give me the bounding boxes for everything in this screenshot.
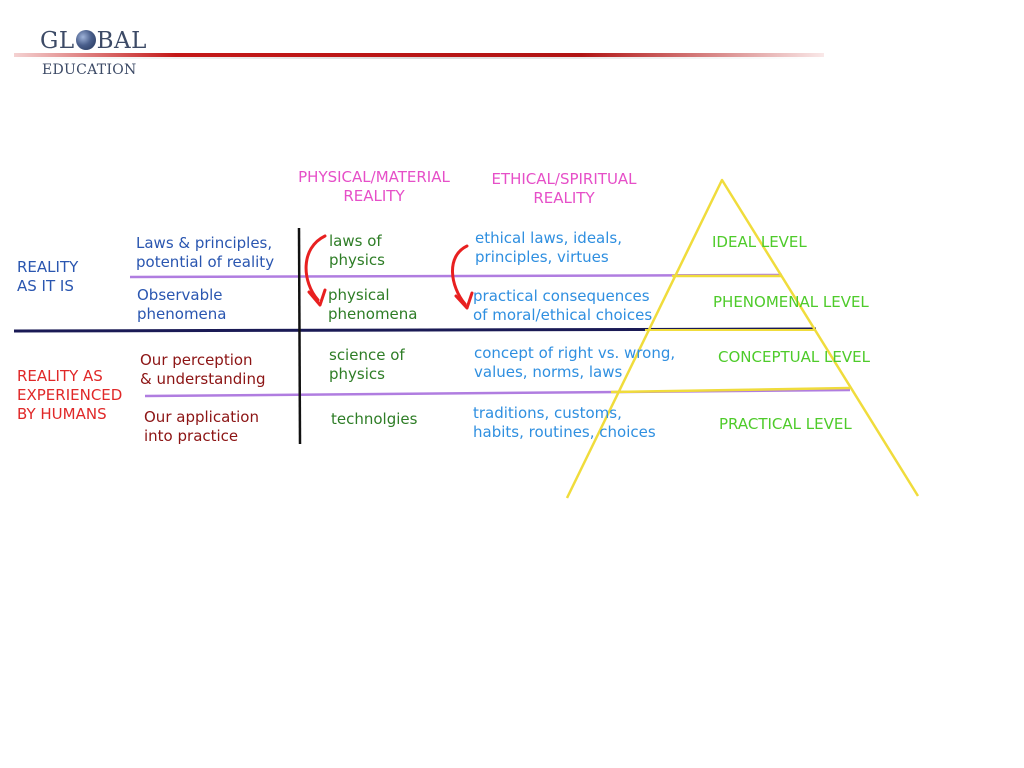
label-perception: Our perception & understanding bbox=[140, 351, 266, 388]
level-ideal: IDEAL LEVEL bbox=[712, 233, 807, 251]
logo-rule-shadow bbox=[14, 57, 824, 59]
level-phenomenal: PHENOMENAL LEVEL bbox=[713, 293, 869, 311]
globe-icon bbox=[75, 30, 96, 50]
level-practical: PRACTICAL LEVEL bbox=[719, 415, 852, 433]
pyramid bbox=[565, 178, 920, 499]
label-application: Our application into practice bbox=[144, 408, 259, 445]
cell-traditions: traditions, customs, habits, routines, c… bbox=[473, 404, 656, 441]
label-reality-as-it-is: REALITY AS IT IS bbox=[17, 258, 79, 295]
cell-laws-of-physics: laws of physics bbox=[329, 232, 385, 269]
header-ethical: ETHICAL/SPIRITUAL REALITY bbox=[491, 170, 637, 207]
cell-practical-consequences: practical consequences of moral/ethical … bbox=[473, 287, 653, 324]
vertical-divider-line bbox=[297, 227, 302, 445]
logo-rule bbox=[14, 53, 824, 57]
cell-ethical-laws: ethical laws, ideals, principles, virtue… bbox=[475, 229, 622, 266]
level-conceptual: CONCEPTUAL LEVEL bbox=[718, 348, 870, 366]
pyramid-line-3 bbox=[610, 386, 851, 394]
header-physical: PHYSICAL/MATERIAL REALITY bbox=[298, 168, 450, 205]
cell-concept-right-wrong: concept of right vs. wrong, values, norm… bbox=[474, 344, 676, 381]
label-observable: Observable phenomena bbox=[137, 286, 227, 323]
label-laws-principles: Laws & principles, potential of reality bbox=[136, 234, 275, 271]
logo-part-2: BAL bbox=[96, 28, 147, 54]
curved-arrow-icon bbox=[304, 234, 327, 307]
logo-wordmark: GL BAL bbox=[40, 28, 147, 54]
cell-physical-phenomena: physical phenomena bbox=[328, 286, 418, 323]
logo-subtitle: EDUCATION bbox=[42, 62, 137, 78]
logo-part-1: GL bbox=[40, 28, 75, 54]
cell-technologies: technolgies bbox=[331, 410, 418, 428]
curved-arrow-icon bbox=[451, 244, 474, 310]
cell-science-of-physics: science of physics bbox=[329, 346, 405, 383]
label-reality-experienced: REALITY AS EXPERIENCED BY HUMANS bbox=[17, 367, 123, 423]
